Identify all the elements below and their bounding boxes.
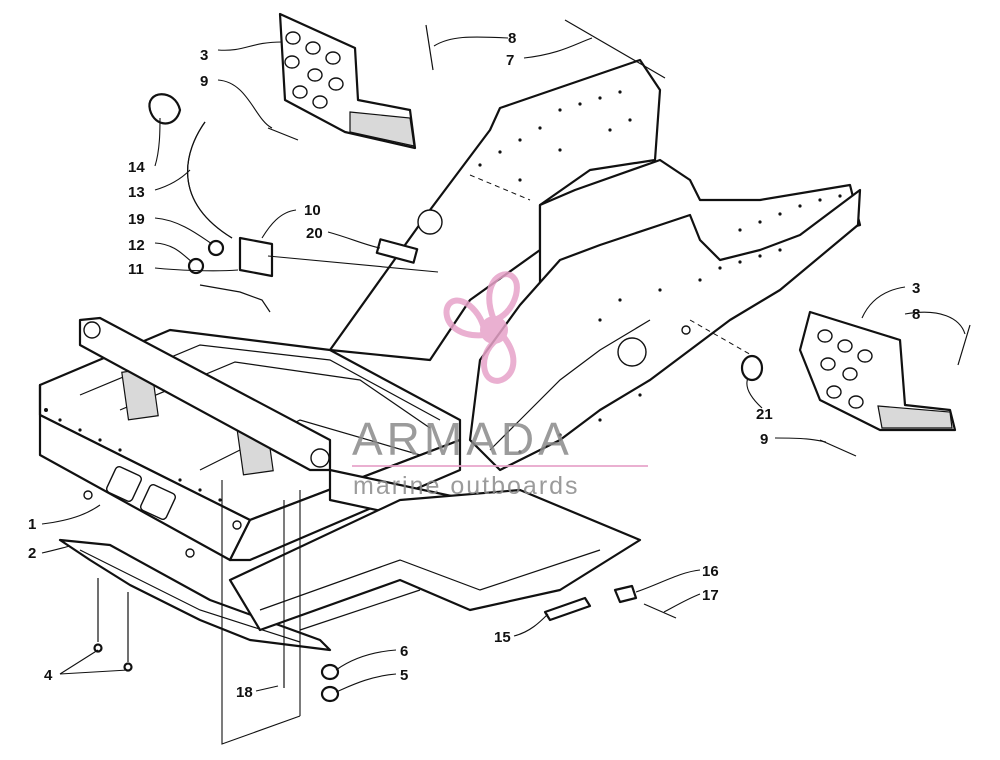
watermark-subtitle: marine outboards	[353, 472, 580, 500]
callout-12: 12	[128, 237, 145, 254]
callout-8-top: 8	[508, 30, 516, 47]
callout-8-right: 8	[912, 306, 920, 323]
callout-14: 14	[128, 159, 145, 176]
floor-pan	[228, 488, 642, 632]
callout-18: 18	[236, 684, 253, 701]
footrest-right	[798, 310, 957, 432]
armada-watermark: ARMADA marine outboards	[352, 271, 648, 500]
footrest-left	[278, 12, 417, 150]
callout-10: 10	[304, 202, 321, 219]
callout-1: 1	[28, 516, 36, 533]
propeller-logo-icon	[443, 271, 520, 384]
callout-9-top: 9	[200, 73, 208, 90]
callout-4: 4	[44, 667, 53, 684]
callout-7: 7	[506, 52, 514, 69]
callout-15: 15	[494, 629, 511, 646]
callout-3-right: 3	[912, 280, 920, 297]
callout-13: 13	[128, 184, 145, 201]
callout-5: 5	[400, 667, 408, 684]
leader-lines	[41, 36, 966, 745]
callout-16: 16	[702, 563, 719, 580]
callout-9-right: 9	[760, 431, 768, 448]
callout-2: 2	[28, 545, 36, 562]
callout-3-top: 3	[200, 47, 208, 64]
callout-19: 19	[128, 211, 145, 228]
callout-17: 17	[702, 587, 719, 604]
callout-21: 21	[756, 406, 773, 423]
hardware	[93, 19, 971, 703]
callout-11: 11	[128, 261, 144, 278]
callout-labels: 3 9 8 7 14 13 19 12 11 10 20 3 8 21 9 1 …	[28, 30, 920, 701]
tunnel-rails	[328, 58, 862, 472]
rail-rivets	[478, 90, 842, 454]
callout-20: 20	[306, 225, 323, 242]
callout-6: 6	[400, 643, 408, 660]
front-chassis	[38, 316, 477, 562]
watermark-title: ARMADA	[352, 413, 573, 465]
